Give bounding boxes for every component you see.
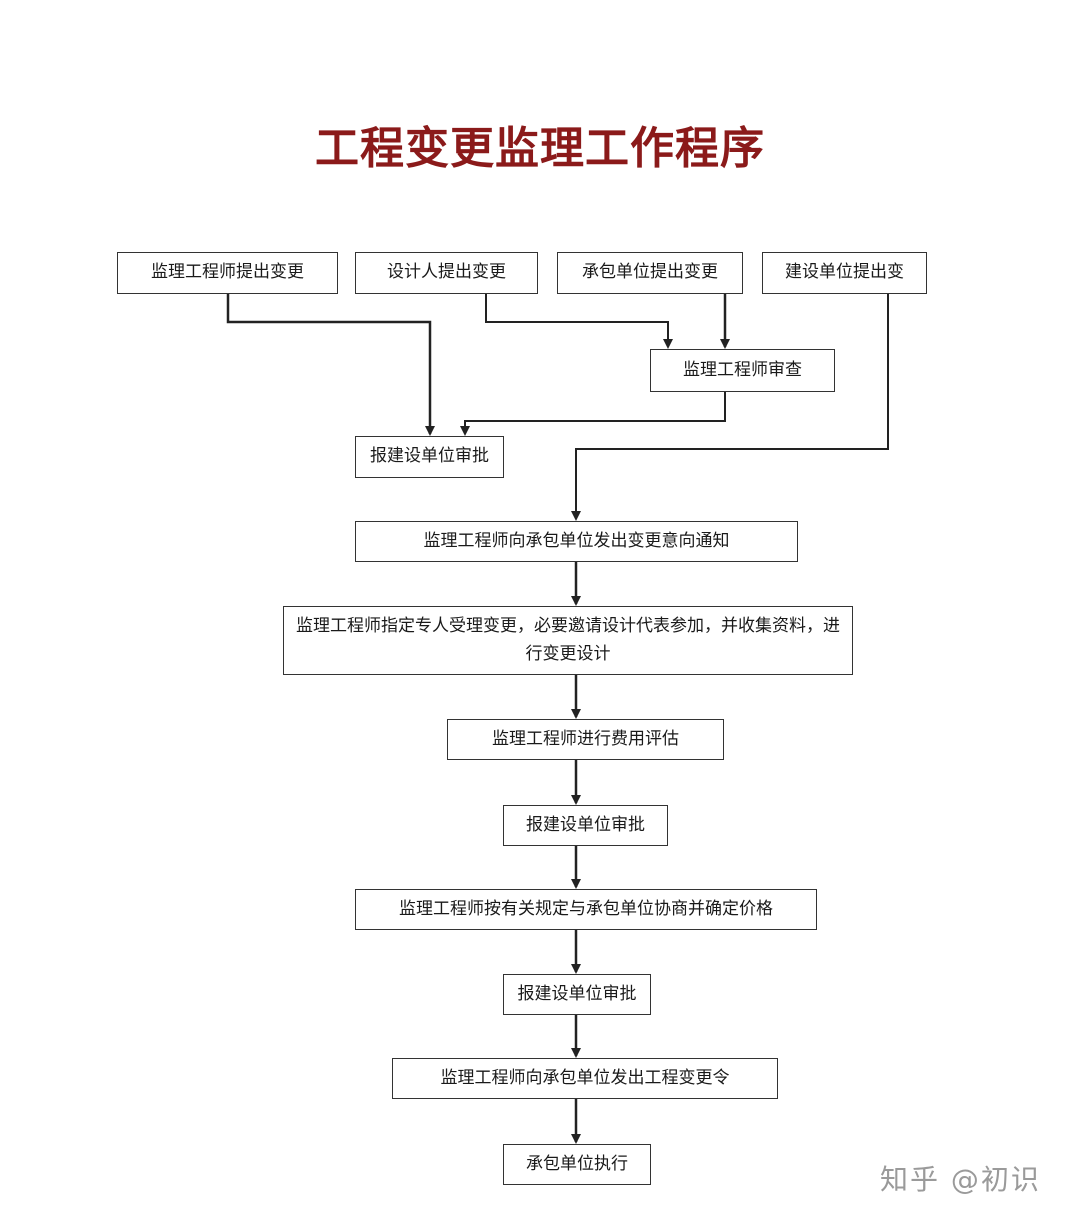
edge-review-to-approval bbox=[460, 392, 726, 436]
page-title: 工程变更监理工作程序 bbox=[315, 123, 765, 174]
node-owner-approval-1: 报建设单位审批 bbox=[355, 436, 504, 478]
edge-supervisor-proposes-to-approval bbox=[226, 294, 435, 436]
node-contractor-proposes: 承包单位提出变更 bbox=[557, 252, 743, 294]
edge-owner-to-notice bbox=[571, 294, 889, 521]
node-owner-proposes: 建设单位提出变 bbox=[762, 252, 927, 294]
node-price-negotiation: 监理工程师按有关规定与承包单位协商并确定价格 bbox=[355, 889, 817, 930]
node-owner-approval-3: 报建设单位审批 bbox=[503, 974, 651, 1015]
node-supervisor-proposes: 监理工程师提出变更 bbox=[117, 252, 338, 294]
watermark-text: 知乎 @初识 bbox=[880, 1163, 1041, 1196]
node-change-order: 监理工程师向承包单位发出工程变更令 bbox=[392, 1058, 778, 1099]
edge-designer-to-review bbox=[485, 294, 673, 349]
node-contractor-executes: 承包单位执行 bbox=[503, 1144, 651, 1185]
node-cost-estimate: 监理工程师进行费用评估 bbox=[447, 719, 724, 760]
node-owner-approval-2: 报建设单位审批 bbox=[503, 805, 668, 846]
node-designated-handling: 监理工程师指定专人受理变更，必要邀请设计代表参加，并收集资料，进行变更设计 bbox=[283, 606, 853, 675]
node-designer-proposes: 设计人提出变更 bbox=[355, 252, 538, 294]
node-supervisor-review: 监理工程师审查 bbox=[650, 349, 835, 392]
node-change-intent-notice: 监理工程师向承包单位发出变更意向通知 bbox=[355, 521, 798, 562]
